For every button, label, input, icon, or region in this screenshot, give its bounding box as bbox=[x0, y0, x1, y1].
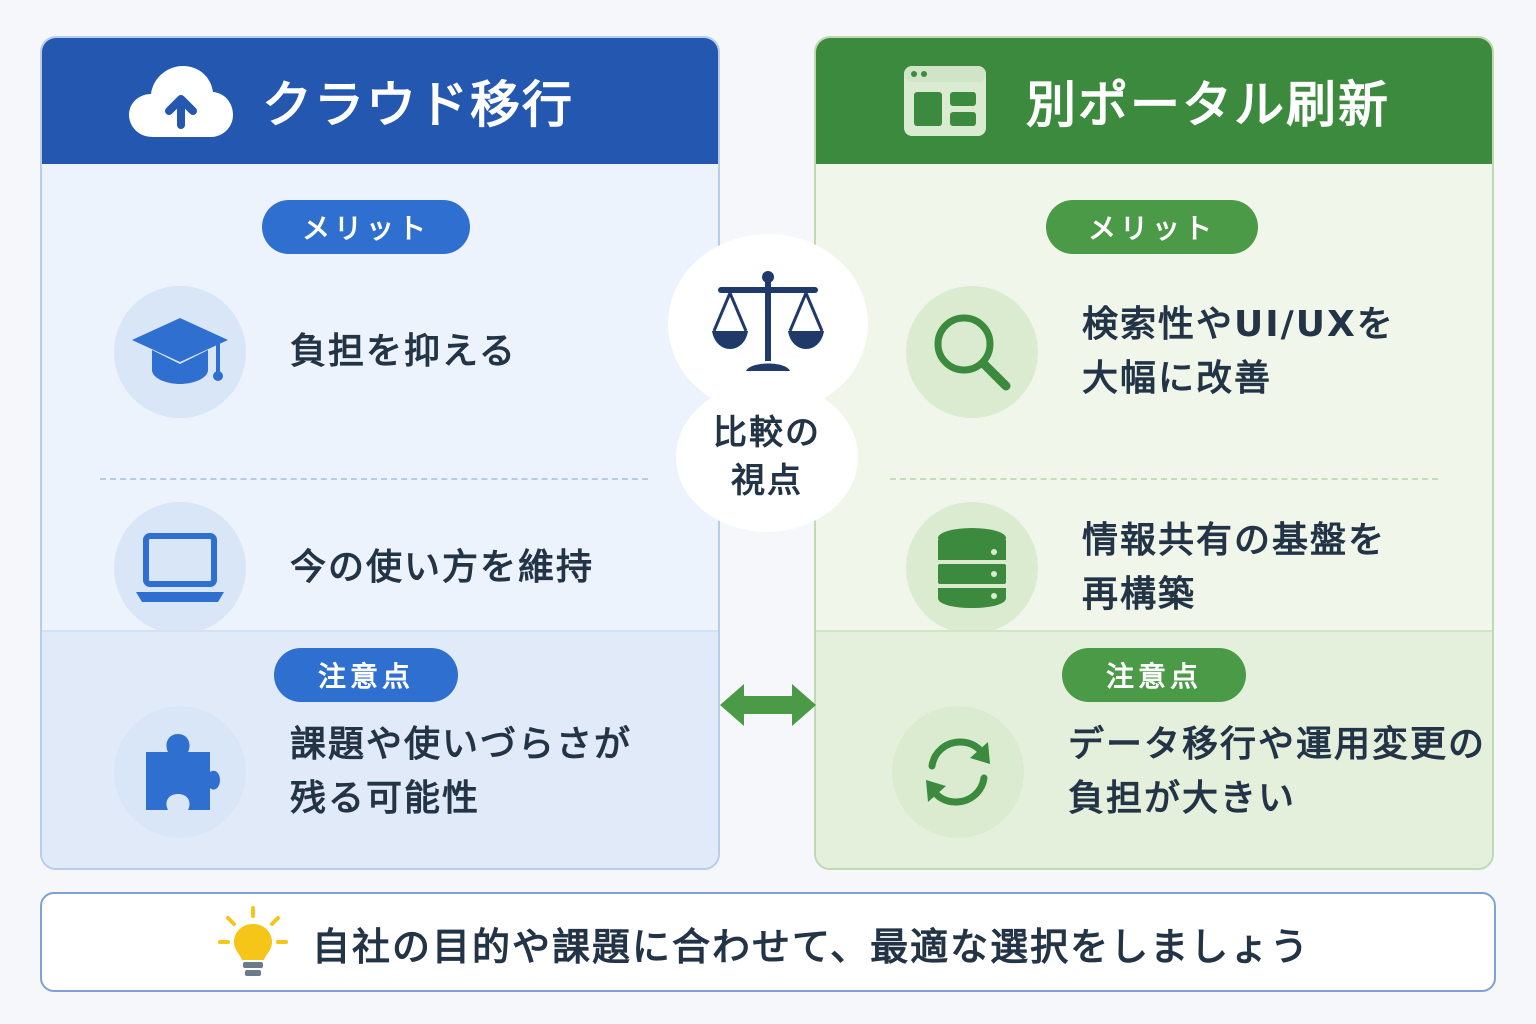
refresh-cycle-icon bbox=[892, 706, 1024, 838]
cloud-merit-section: メリット 負担を抑える 今の使い方を維持 bbox=[42, 164, 718, 634]
database-icon bbox=[906, 502, 1038, 634]
merit-badge: メリット bbox=[262, 200, 470, 254]
portal-renewal-header: 別ポータル刷新 bbox=[816, 38, 1492, 164]
portal-renewal-panel: 別ポータル刷新 メリット 検索性やUI/UXを 大幅に改善 bbox=[814, 36, 1494, 870]
merit-item: 情報共有の基盤を 再構築 bbox=[906, 502, 1386, 634]
summary-banner: 自社の目的や課題に合わせて、最適な選択をしましょう bbox=[40, 892, 1496, 992]
cloud-caution-section: 注意点 課題や使いづらさが 残る可能性 bbox=[42, 630, 718, 868]
lightbulb-icon bbox=[218, 906, 288, 976]
balance-scale-icon bbox=[712, 271, 824, 371]
merit-badge: メリット bbox=[1046, 200, 1258, 254]
cloud-migration-panel: クラウド移行 メリット 負担を抑える 今の使い方 bbox=[40, 36, 720, 870]
caution-text: 課題や使いづらさが 残る可能性 bbox=[290, 724, 633, 819]
comparison-bubble: 比較の 視点 bbox=[676, 382, 858, 532]
cloud-upload-icon bbox=[126, 61, 236, 141]
merit-item: 負担を抑える bbox=[114, 286, 517, 418]
cloud-migration-title: クラウド移行 bbox=[262, 76, 574, 134]
caution-item: データ移行や運用変更の 負担が大きい bbox=[892, 706, 1486, 838]
magnifier-icon bbox=[906, 286, 1038, 418]
double-arrow-icon bbox=[720, 684, 816, 726]
portal-merit-section: メリット 検索性やUI/UXを 大幅に改善 bbox=[816, 164, 1492, 634]
merit-text: 今の使い方を維持 bbox=[290, 547, 595, 588]
merit-text: 負担を抑える bbox=[290, 331, 517, 372]
portal-caution-section: 注意点 データ移行や運用変更の 負担が大きい bbox=[816, 630, 1492, 868]
merit-item: 検索性やUI/UXを 大幅に改善 bbox=[906, 286, 1395, 418]
caution-badge: 注意点 bbox=[274, 648, 458, 702]
summary-text: 自社の目的や課題に合わせて、最適な選択をしましょう bbox=[312, 925, 1311, 969]
caution-badge: 注意点 bbox=[1062, 648, 1246, 702]
comparison-label: 比較の 視点 bbox=[713, 413, 821, 501]
merit-text: 検索性やUI/UXを 大幅に改善 bbox=[1082, 304, 1395, 399]
dashed-divider bbox=[100, 478, 648, 480]
caution-item: 課題や使いづらさが 残る可能性 bbox=[114, 706, 632, 838]
cloud-migration-header: クラウド移行 bbox=[42, 38, 718, 164]
merit-text: 情報共有の基盤を 再構築 bbox=[1082, 520, 1387, 615]
browser-window-icon bbox=[890, 61, 1000, 141]
portal-renewal-title: 別ポータル刷新 bbox=[1026, 76, 1390, 134]
caution-text: データ移行や運用変更の 負担が大きい bbox=[1068, 724, 1487, 819]
laptop-icon bbox=[114, 502, 246, 634]
puzzle-piece-icon bbox=[114, 706, 246, 838]
scale-bubble bbox=[668, 234, 868, 414]
graduation-cap-icon bbox=[114, 286, 246, 418]
merit-item: 今の使い方を維持 bbox=[114, 502, 594, 634]
dashed-divider bbox=[890, 478, 1438, 480]
